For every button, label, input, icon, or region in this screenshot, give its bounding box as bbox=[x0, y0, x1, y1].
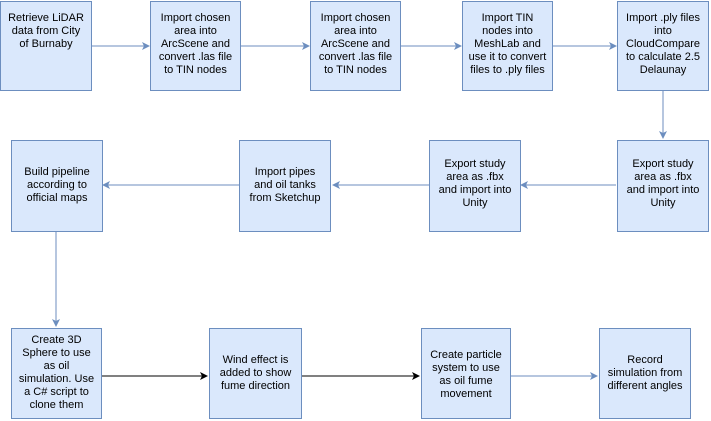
step-create-sphere: Create 3D Sphere to use as oil simulatio… bbox=[11, 328, 102, 419]
step-export-unity-2: Export study area as .fbx and import int… bbox=[617, 140, 709, 232]
step-import-cloudcompare-label: Import .ply files into CloudCompare to c… bbox=[626, 12, 700, 76]
step-wind-effect-label: Wind effect is added to show fume direct… bbox=[219, 354, 292, 392]
step-import-meshlab: Import TIN nodes into MeshLab and use it… bbox=[462, 1, 553, 91]
step-import-pipes-label: Import pipes and oil tanks from Sketchup bbox=[249, 166, 321, 204]
step-import-cloudcompare: Import .ply files into CloudCompare to c… bbox=[617, 1, 709, 91]
step-wind-effect: Wind effect is added to show fume direct… bbox=[209, 328, 302, 419]
step-build-pipeline-label: Build pipeline according to official map… bbox=[24, 166, 90, 204]
step-retrieve-lidar: Retrieve LiDAR data from City of Burnaby bbox=[0, 1, 92, 91]
step-export-unity-2-label: Export study area as .fbx and import int… bbox=[626, 158, 700, 209]
step-record-simulation: Record simulation from different angles bbox=[599, 328, 691, 419]
step-import-pipes: Import pipes and oil tanks from Sketchup bbox=[239, 140, 331, 232]
step-export-unity-1: Export study area as .fbx and import int… bbox=[429, 140, 521, 232]
step-build-pipeline: Build pipeline according to official map… bbox=[11, 140, 103, 232]
step-import-arcscene-2: Import chosen area into ArcScene and con… bbox=[310, 1, 401, 91]
step-particle-system: Create particle system to use as oil fum… bbox=[421, 328, 511, 419]
step-create-sphere-label: Create 3D Sphere to use as oil simulatio… bbox=[18, 334, 95, 411]
step-import-arcscene-2-label: Import chosen area into ArcScene and con… bbox=[318, 12, 393, 76]
step-retrieve-lidar-label: Retrieve LiDAR data from City of Burnaby bbox=[8, 12, 84, 50]
step-import-arcscene-1-label: Import chosen area into ArcScene and con… bbox=[158, 12, 233, 76]
step-import-meshlab-label: Import TIN nodes into MeshLab and use it… bbox=[468, 12, 547, 76]
step-particle-system-label: Create particle system to use as oil fum… bbox=[430, 349, 502, 400]
step-record-simulation-label: Record simulation from different angles bbox=[607, 354, 683, 392]
step-import-arcscene-1: Import chosen area into ArcScene and con… bbox=[150, 1, 241, 91]
step-export-unity-1-label: Export study area as .fbx and import int… bbox=[438, 158, 512, 209]
